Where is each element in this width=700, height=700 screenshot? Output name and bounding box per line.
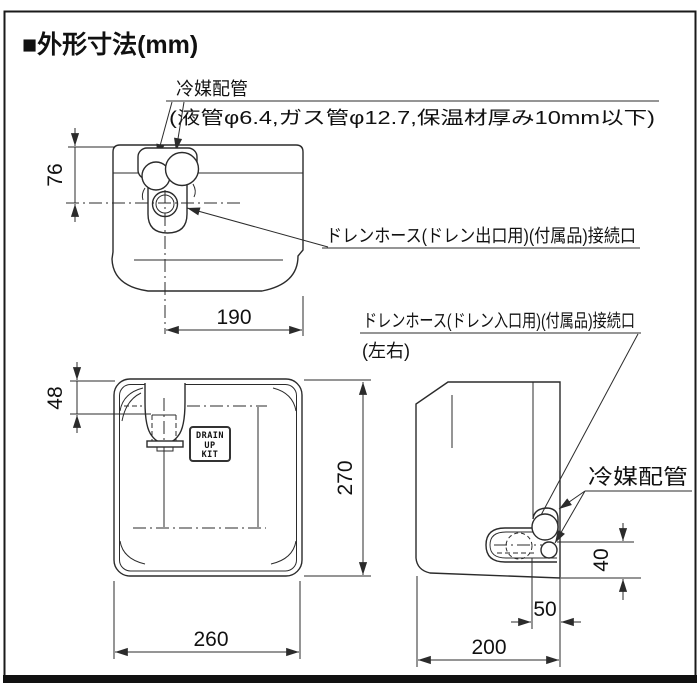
badge-line3: KIT (202, 450, 219, 460)
frame-bottom-bar (3, 675, 697, 683)
dim-40: 40 (557, 523, 641, 600)
page-frame (3, 10, 697, 683)
drain-up-kit-badge: DRAIN UP KIT (189, 426, 231, 462)
refrigerant-side-label: 冷媒配管 (588, 466, 688, 489)
drain-outlet-leader-arrow (186, 207, 329, 248)
front-view: DRAIN UP KIT 48 270 260 (44, 362, 371, 659)
dim-76-value: 76 (44, 163, 67, 186)
top-view-body-outline (111, 144, 304, 292)
dim-190-value: 190 (216, 306, 251, 329)
badge-line2: UP (204, 441, 215, 451)
drain-inlet-callout: ドレンホース(ドレン入口用)(付属品)接続口 (左右) (360, 311, 641, 531)
refrigerant-side-arrow-lower (554, 490, 586, 544)
front-view-outer-shell (113, 378, 303, 577)
dim-40-value: 40 (590, 548, 613, 571)
badge-frame (189, 426, 231, 462)
drain-inlet-leader-arrow (532, 333, 639, 531)
dim-260: 260 (113, 581, 301, 659)
dim-200-value: 200 (471, 636, 506, 659)
refrigerant-spec-label: (液管φ6.4,ガス管φ12.7,保温材厚み10mm以下) (169, 108, 655, 128)
drain-outlet-callout: ドレンホース(ドレン出口用)(付属品)接続口 (322, 226, 640, 249)
dim-270-value: 270 (334, 460, 357, 495)
drain-flange (146, 440, 184, 448)
dim-200: 200 (416, 576, 561, 667)
dim-50: 50 (511, 575, 581, 629)
front-view-inner-shell (119, 384, 297, 572)
refrigerant-leader-right-arrow (174, 101, 185, 152)
drain-inlet-note: (左右) (362, 341, 410, 361)
top-view: 76 190 (44, 128, 329, 336)
refrigerant-side-arrow-upper (558, 490, 586, 510)
detail-tick-right (192, 183, 196, 198)
drain-outlet-label: ドレンホース(ドレン出口用)(付属品)接続口 (326, 226, 636, 246)
dim-260-value: 260 (193, 628, 228, 651)
side-view-body-outline (415, 381, 561, 579)
drain-inlet-label: ドレンホース(ドレン入口用)(付属品)接続口 (363, 311, 635, 331)
dim-48: 48 (44, 362, 151, 433)
side-liquid-pipe-circle (540, 541, 558, 559)
drain-nipple (156, 446, 174, 452)
pipe-cover-bump (532, 507, 559, 530)
side-view: 冷媒配管 40 50 200 (415, 381, 692, 667)
gas-pipe-circle (164, 151, 200, 187)
dim-48-value: 48 (44, 386, 67, 409)
refrigerant-piping-label: 冷媒配管 (176, 79, 248, 99)
drain-pipe-assembly (144, 383, 186, 452)
dim-190: 190 (166, 296, 304, 336)
refrigerant-piping-callout: 冷媒配管 (液管φ6.4,ガス管φ12.7,保温材厚み10mm以下) (156, 79, 659, 158)
drain-funnel (144, 383, 186, 444)
page-title: ■外形寸法(mm) (22, 30, 198, 59)
dim-270: 270 (304, 379, 371, 577)
badge-line1: DRAIN (196, 431, 224, 441)
dim-76: 76 (44, 128, 114, 222)
side-drain-housing-outer (485, 527, 557, 563)
side-gas-pipe-circle (531, 513, 559, 541)
side-drain-port-dashed-circle (505, 532, 533, 560)
side-drain-housing-inner (489, 531, 557, 559)
detail-tick-left (141, 187, 146, 201)
refrigerant-side-callout: 冷媒配管 (554, 466, 692, 544)
dim-50-value: 50 (533, 598, 556, 621)
front-view-inner-corner-curves (119, 387, 297, 565)
